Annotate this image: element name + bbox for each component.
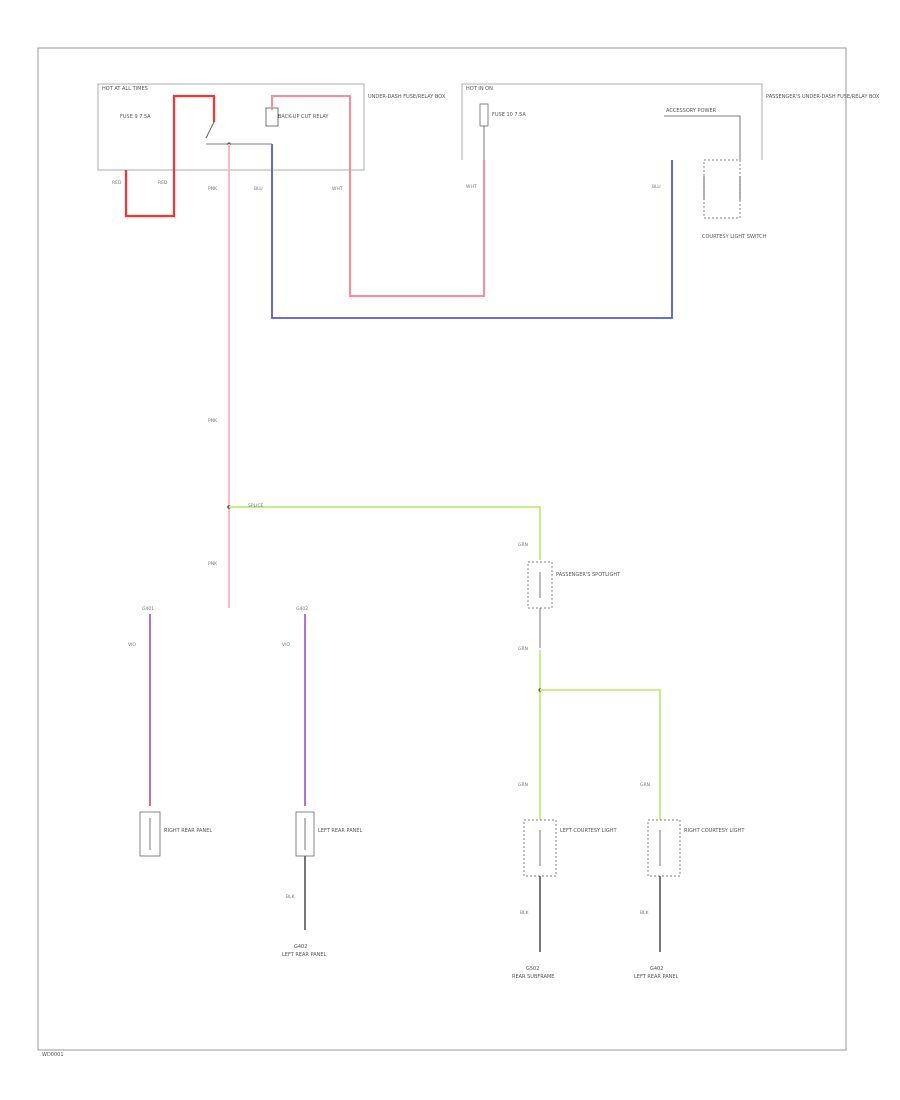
courtesy-switch-label: COURTESY LIGHT SWITCH <box>702 234 767 240</box>
relay-switch-arm <box>205 121 215 139</box>
accessory-power-line <box>664 115 741 160</box>
wire-label-w2: RED <box>158 180 168 186</box>
left-courtesy-light-label: LEFT COURTESY LIGHT <box>560 828 617 834</box>
accessory-power-label: ACCESSORY POWER <box>666 108 717 114</box>
wire-label-w12: GRN <box>518 782 528 788</box>
wire-red-loop <box>124 94 216 218</box>
left-door-switch-box <box>139 811 161 857</box>
diagram-frame <box>37 47 847 1051</box>
wire-label-w16: BLK <box>520 910 530 916</box>
wire-label-w13: VIO <box>128 642 136 648</box>
wire-label-w9: PNK <box>208 561 218 567</box>
wire-label-w15: BLK <box>286 894 296 900</box>
fuse-right-label: FUSE 10 7.5A <box>492 112 526 118</box>
hot-in-on-label: HOT IN ON <box>466 86 493 92</box>
ground-mid-label-code: G402 <box>294 944 307 950</box>
hot-at-all-times-label: HOT AT ALL TIMES <box>102 86 148 92</box>
footer-code: WD0001 <box>42 1052 64 1058</box>
cut-relay-label: BACK-UP CUT RELAY <box>278 114 329 120</box>
wire-pink-right <box>349 160 485 297</box>
wire-label-w8: PNK <box>208 418 218 424</box>
wire-label-w5: WHT <box>332 186 343 192</box>
fuse-relay-box-right <box>461 83 763 160</box>
splice-label: SPLICE <box>248 503 264 509</box>
fuse-right-symbol <box>479 103 489 127</box>
relay-coil <box>265 107 279 127</box>
ground-mid2-code: G402 <box>650 966 663 972</box>
spotlight-label: PASSENGER'S SPOTLIGHT <box>556 572 621 578</box>
right-courtesy-light-box <box>647 819 681 877</box>
fuse-relay-box-left <box>97 83 365 171</box>
ground-right-label: REAR SUBFRAME <box>512 974 554 980</box>
ground-right-code: G502 <box>526 966 539 972</box>
wire-label-w1: RED <box>112 180 122 186</box>
left-door-switch-label: RIGHT REAR PANEL <box>164 828 212 834</box>
box-left-label: UNDER-DASH FUSE/RELAY BOX <box>368 94 446 100</box>
wire-pink-relay-top <box>271 95 351 170</box>
wire-blue <box>271 144 673 319</box>
wire-label-w11: GRN <box>518 646 528 652</box>
wire-label-w4: BLU <box>254 186 263 192</box>
wire-green-lower-right <box>540 689 661 820</box>
wire-label-w3: PNK <box>208 186 218 192</box>
ground-mid2-label: LEFT REAR PANEL <box>634 974 679 980</box>
wire-label-w18: GRN <box>640 782 650 788</box>
box-right-label: PASSENGER'S UNDER-DASH FUSE/RELAY BOX <box>766 94 880 100</box>
wire-label-w7: BLU <box>652 184 661 190</box>
wire-label-w17: BLK <box>640 910 650 916</box>
wire-label-w10: GRN <box>518 542 528 548</box>
wire-green-top <box>229 506 541 560</box>
ground-mid-code: G402 <box>296 606 308 612</box>
courtesy-switch-box <box>703 159 741 219</box>
ground-left-code: G401 <box>142 606 154 612</box>
fuse-left-label: FUSE 9 7.5A <box>120 114 151 120</box>
mid-door-switch-label: LEFT REAR PANEL <box>318 828 363 834</box>
right-courtesy-light-label: RIGHT COURTESY LIGHT <box>684 828 745 834</box>
wire-label-w6: WHT <box>466 184 477 190</box>
ground-mid-label: LEFT REAR PANEL <box>282 952 327 958</box>
wire-label-w14: VIO <box>282 642 290 648</box>
